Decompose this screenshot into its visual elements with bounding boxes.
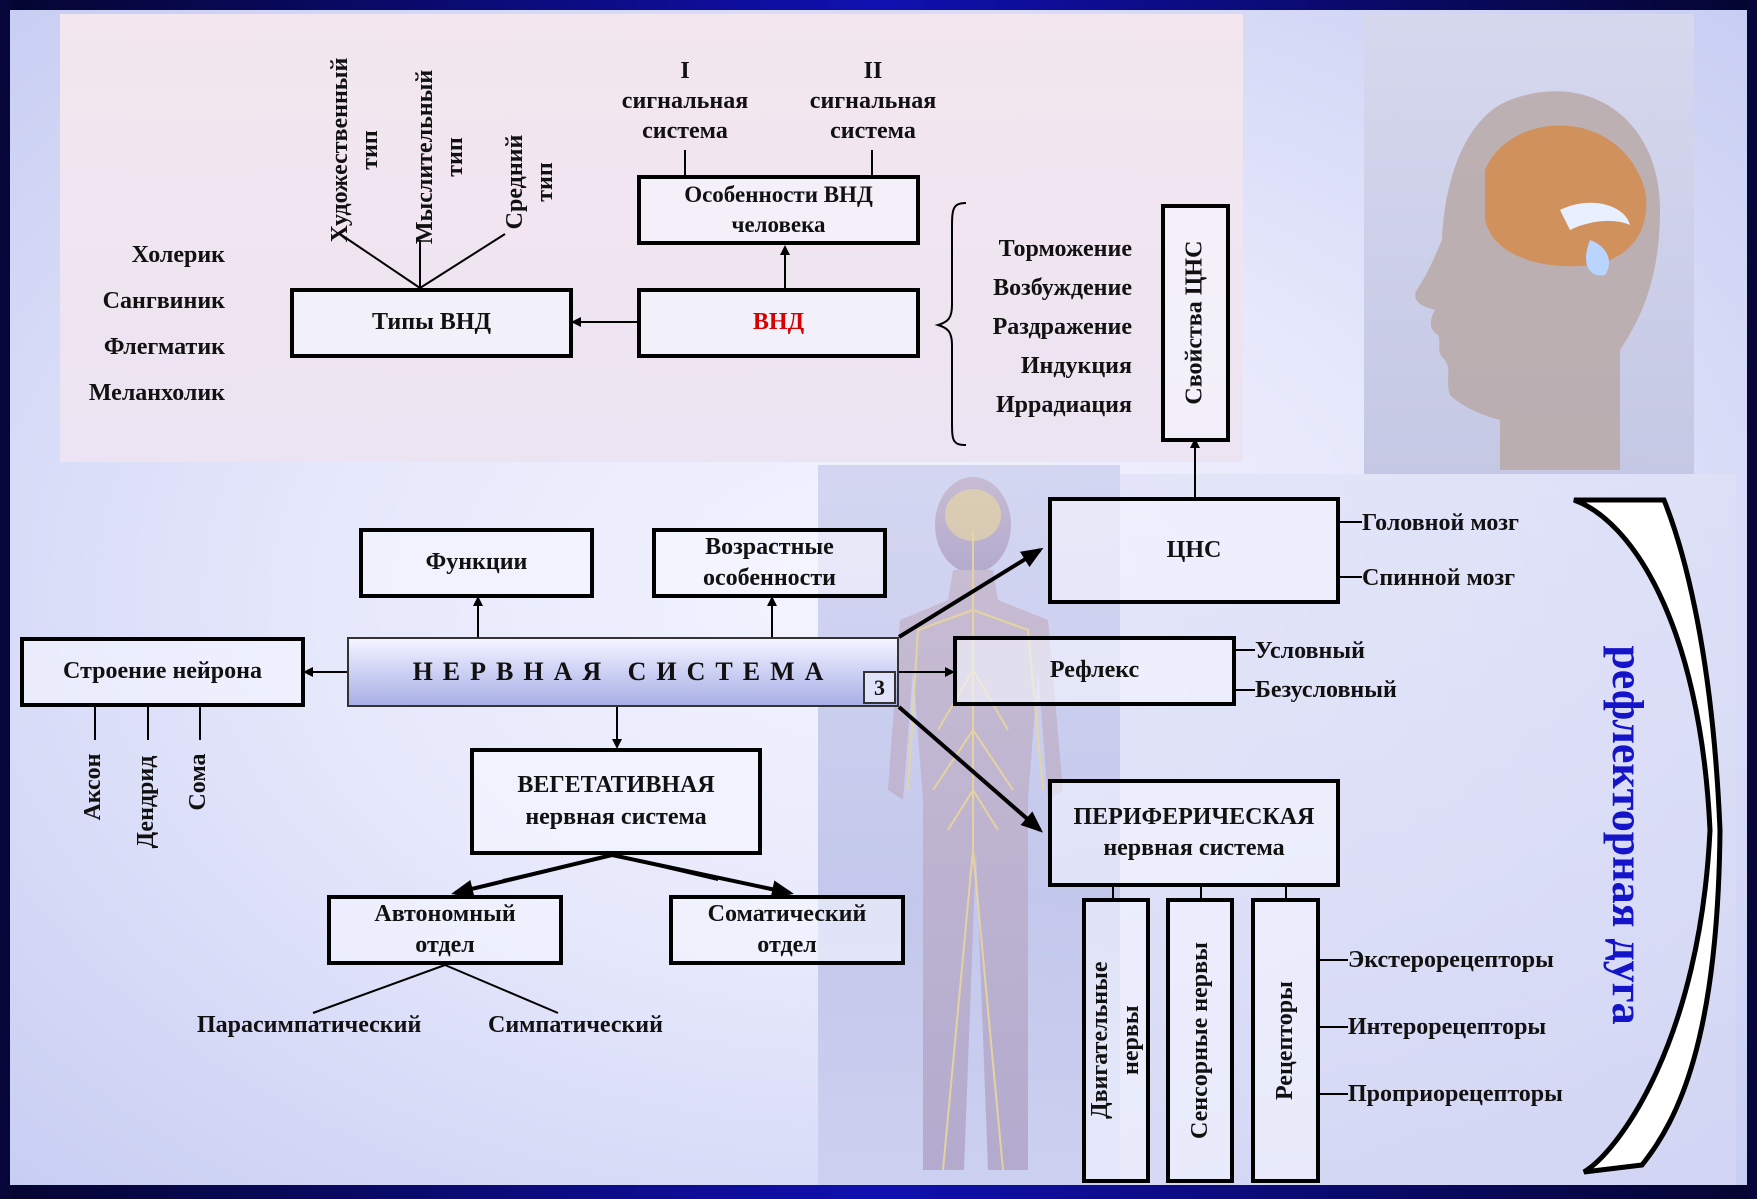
sympathetic-label: Симпатический — [488, 1012, 663, 1038]
temperament-phlegmatic: Флегматик — [103, 334, 225, 360]
second-signal-system-label: II сигнальная система — [809, 58, 937, 144]
age-features-label: Возрастные особенности — [703, 533, 836, 591]
nervous-system-label: НЕРВНАЯ СИСТЕМА — [412, 657, 834, 686]
age-features-box: Возрастные особенности — [652, 528, 887, 598]
functions-label: Функции — [425, 549, 528, 576]
brain-label: Головной мозг — [1362, 510, 1519, 536]
functions-box: Функции — [359, 528, 594, 598]
vnd-types-box: Типы ВНД — [290, 288, 573, 358]
neuron-structure-box: Строение нейрона — [20, 637, 305, 707]
artistic-type-label: Художественный тип — [327, 57, 383, 243]
vnd-types-label: Типы ВНД — [372, 309, 491, 336]
vnd-features-label: Особенности ВНД человека — [684, 182, 873, 237]
motor-nerves-box: Двигательные нервы — [1082, 898, 1150, 1183]
somatic-box: Соматический отдел — [669, 895, 905, 965]
process-irritation: Раздражение — [992, 314, 1132, 340]
thinking-type-label: Мыслительный тип — [412, 69, 468, 245]
parasympathetic-label: Парасимпатический — [197, 1012, 422, 1038]
spinal-cord-label: Спинной мозг — [1362, 565, 1516, 591]
temperament-sanguine: Сангвиник — [102, 288, 225, 314]
somatic-label: Соматический отдел — [707, 900, 867, 958]
motor-nerves-label: Двигательные нервы — [1086, 961, 1144, 1120]
proprioceptors-label: Проприорецепторы — [1348, 1081, 1563, 1107]
cns-box: ЦНС — [1048, 497, 1340, 604]
sensory-nerves-label: Сенсорные нервы — [1186, 942, 1213, 1139]
peripheral-box: ПЕРИФЕРИЧЕСКАЯ нервная система — [1048, 779, 1340, 887]
process-excitation: Возбуждение — [993, 275, 1132, 301]
human-body-image — [888, 477, 1063, 1170]
neuron-soma-label: Сома — [185, 753, 211, 811]
temperament-melancholic: Меланхолик — [88, 380, 225, 406]
neuron-axon-label: Аксон — [80, 753, 106, 821]
peripheral-label: ПЕРИФЕРИЧЕСКАЯ нервная система — [1073, 803, 1315, 861]
slide-number: 3 — [874, 674, 885, 700]
frame-bottom — [0, 1185, 1757, 1199]
receptors-label: Рецепторы — [1271, 981, 1298, 1100]
vnd-features-box: Особенности ВНД человека — [637, 175, 920, 245]
reflex-conditioned-label: Условный — [1255, 638, 1365, 664]
first-signal-system-label: I сигнальная система — [621, 58, 749, 144]
frame-right — [1747, 0, 1757, 1199]
nervous-system-box: НЕРВНАЯ СИСТЕМА — [347, 637, 899, 707]
vegetative-label: ВЕГЕТАТИВНАЯ нервная система — [517, 772, 715, 830]
vnd-box: ВНД — [637, 288, 920, 358]
slide-number-badge: 3 — [863, 671, 896, 704]
process-inhibition: Торможение — [998, 236, 1132, 262]
reflex-box: Рефлекс — [953, 636, 1236, 706]
autonomic-box: Автономный отдел — [327, 895, 563, 965]
frame-left — [0, 0, 10, 1199]
cns-properties-box: Свойства ЦНС — [1161, 204, 1230, 442]
autonomic-label: Автономный отдел — [374, 900, 516, 958]
temperament-choleric: Холерик — [131, 242, 225, 268]
process-irradiation: Иррадиация — [996, 392, 1132, 418]
frame-top — [0, 0, 1757, 10]
cns-properties-label: Свойства ЦНС — [1181, 240, 1208, 406]
vegetative-box: ВЕГЕТАТИВНАЯ нервная система — [470, 748, 762, 855]
receptors-box: Рецепторы — [1251, 898, 1320, 1183]
process-induction: Индукция — [1020, 353, 1132, 379]
neuron-structure-label: Строение нейрона — [63, 658, 262, 685]
interoreceptors-label: Интерорецепторы — [1348, 1014, 1547, 1040]
sensory-nerves-box: Сенсорные нервы — [1166, 898, 1234, 1183]
vnd-label: ВНД — [752, 309, 805, 336]
cns-label: ЦНС — [1166, 536, 1222, 563]
reflex-arc-label: рефлекторная дуга — [1603, 645, 1652, 1025]
exteroreceptors-label: Экстерорецепторы — [1348, 947, 1554, 973]
reflex-unconditioned-label: Безусловный — [1255, 677, 1397, 703]
head-profile-image — [1415, 91, 1660, 470]
neuron-dendrite-label: Дендрид — [133, 755, 159, 849]
middle-type-label: Средний тип — [502, 134, 558, 230]
reflex-label: Рефлекс — [1049, 657, 1140, 684]
